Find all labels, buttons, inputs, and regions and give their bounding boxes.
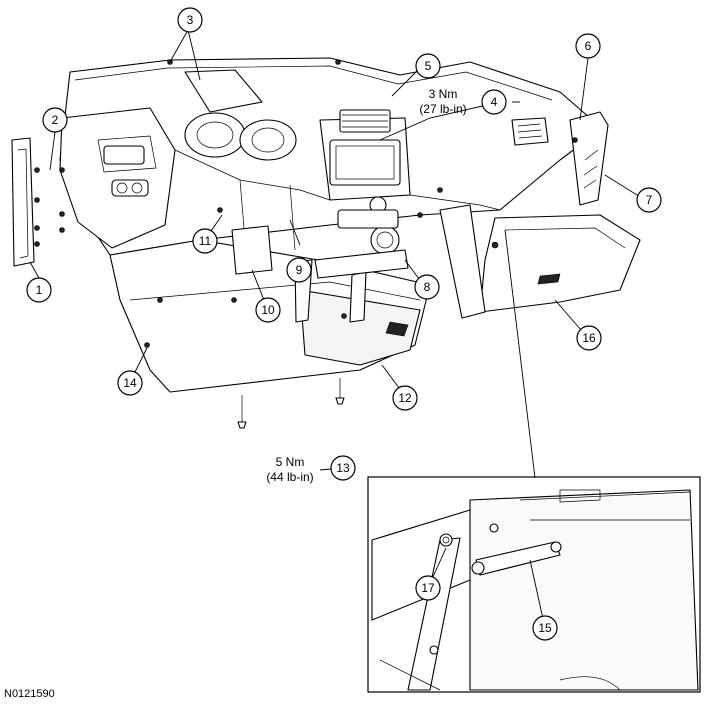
callout-14: 14 — [117, 370, 143, 396]
svg-text:5: 5 — [425, 59, 432, 73]
callout-16: 16 — [576, 325, 602, 351]
callout-4: 4 — [481, 89, 507, 115]
callout-12: 12 — [392, 385, 418, 411]
callout-11: 11 — [192, 228, 218, 254]
callout-8: 8 — [414, 274, 440, 300]
torque-upper-lbin: (27 lb-in) — [419, 102, 467, 116]
callout-7: 7 — [636, 187, 662, 213]
svg-text:7: 7 — [646, 193, 653, 207]
svg-text:3: 3 — [187, 13, 194, 27]
callout-10: 10 — [255, 297, 281, 323]
svg-text:2: 2 — [52, 113, 59, 127]
glove-box-door — [439, 204, 641, 319]
torque-upper-nm: 3 Nm — [428, 87, 458, 101]
callout-15: 15 — [532, 615, 558, 641]
instrument-panel-body — [59, 57, 609, 256]
svg-text:11: 11 — [199, 234, 212, 248]
svg-text:1: 1 — [36, 283, 43, 297]
left-end-cap-panel — [11, 137, 35, 267]
torque-lower-nm: 5 Nm — [275, 455, 305, 469]
torque-spec-upper: 3 Nm (27 lb-in) — [398, 87, 488, 117]
callout-3: 3 — [177, 7, 203, 33]
svg-text:14: 14 — [123, 376, 137, 390]
figure-id: N0121590 — [4, 688, 55, 700]
detail-leader-line — [504, 229, 536, 479]
svg-text:4: 4 — [491, 95, 498, 109]
callout-13: 13 — [330, 455, 356, 481]
callout-9: 9 — [286, 257, 312, 283]
callout-leaders — [29, 29, 646, 629]
svg-text:9: 9 — [296, 263, 303, 277]
svg-text:12: 12 — [398, 391, 412, 405]
torque-lower-lbin: (44 lb-in) — [266, 470, 314, 484]
detail-inset — [367, 476, 701, 693]
svg-text:6: 6 — [585, 39, 592, 53]
callout-17: 17 — [415, 575, 441, 601]
svg-text:17: 17 — [421, 581, 435, 595]
svg-text:13: 13 — [336, 461, 350, 475]
fasteners — [34, 59, 578, 429]
callout-2: 2 — [42, 107, 68, 133]
callout-1: 1 — [26, 277, 52, 303]
callout-5: 5 — [415, 53, 441, 79]
torque-spec-lower: 5 Nm (44 lb-in) — [245, 455, 335, 485]
svg-text:15: 15 — [538, 621, 552, 635]
svg-text:16: 16 — [582, 331, 596, 345]
callout-6: 6 — [575, 33, 601, 59]
svg-text:10: 10 — [261, 303, 275, 317]
svg-text:8: 8 — [424, 280, 431, 294]
